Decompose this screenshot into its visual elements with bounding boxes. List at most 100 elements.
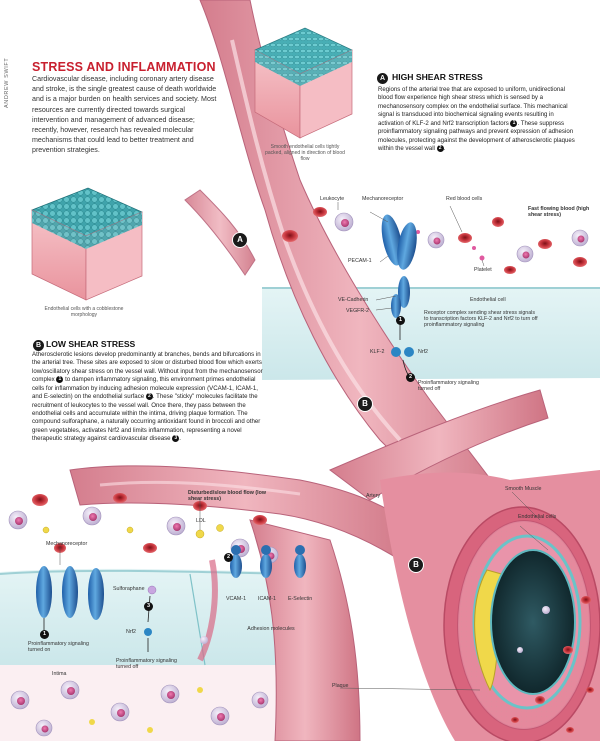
label-nrf2-bottom: Nrf2 [126, 629, 137, 635]
high-shear-cube [254, 27, 353, 139]
upper-blood-fluid [270, 170, 600, 290]
high-shear-body-part-1: Regions of the arterial tree that are ex… [378, 86, 568, 127]
nrf2-factor-top [404, 347, 414, 357]
ve-cadherin-receptor [398, 276, 410, 308]
red-blood-cell [143, 543, 157, 553]
high-shear-body-part-2: . These suppress proinflammatory signali… [378, 119, 575, 153]
red-blood-cell [282, 230, 298, 242]
low-shear-body-part-1: Atherosclerotic lesions develop predomin… [32, 351, 263, 384]
label-mechanoreceptor-top: Mechanoreceptor [362, 196, 404, 202]
ldl-particle [216, 524, 224, 532]
label-proinflam-on: Proinflammatory signaling turned on [28, 641, 89, 654]
label-vcam: VCAM-1 [226, 596, 247, 602]
label-sulforaphane: Sulforaphane [113, 586, 145, 592]
vessel-marker-a: A [232, 232, 248, 248]
pecam-receptor-2 [397, 222, 417, 270]
leader-lines [59, 202, 549, 691]
low-shear-body-part-3: . These "sticky" molecules facilitate th… [32, 393, 261, 443]
red-blood-cell [538, 239, 552, 249]
ldl-particle [42, 526, 50, 534]
red-blood-cell [313, 207, 327, 217]
label-platelet: Platelet [474, 267, 492, 273]
leukocyte-nucleus [522, 251, 530, 259]
label-pecam: PECAM-1 [348, 258, 372, 264]
label-red-blood-cells: Red blood cells [446, 196, 483, 202]
red-blood-cell [458, 233, 472, 243]
vessel-marker-b-mid: B [357, 396, 373, 412]
label-disturbed-flow: Disturbed/slow blood flow (low shear str… [188, 490, 266, 503]
lumen-rim [490, 549, 576, 695]
label-plaque: Plaque [332, 683, 349, 689]
red-blood-cell [504, 266, 516, 274]
lower-mechanoreceptor [36, 566, 104, 634]
low-shear-body-end: . [179, 435, 181, 443]
red-blood-cell [113, 493, 127, 503]
ldl-particle [126, 526, 134, 534]
label-proinflam-off-bottom: Proinflammatory signaling turned off [116, 658, 177, 671]
intro-paragraph: Cardiovascular disease, including corona… [32, 75, 217, 155]
leukocyte-nucleus [89, 513, 97, 521]
label-icam: ICAM-1 [258, 596, 276, 602]
high-shear-body: Regions of the arterial tree that are ex… [378, 86, 578, 153]
label-ve-cadherin: VE-Cadherin [338, 297, 369, 303]
label-receptor-signal: Receptor complex sending shear stress si… [424, 310, 538, 329]
label-endothelial-cell: Endothelial cell [470, 297, 506, 303]
platelet [472, 246, 476, 250]
high-shear-body-end: . [443, 145, 446, 153]
upper-mechanoreceptor-complex [381, 214, 417, 381]
leukocyte-nucleus [173, 523, 181, 531]
upper-blood-cells [282, 207, 589, 274]
high-shear-title: HIGH SHEAR STRESS [392, 72, 483, 82]
cross-section-blood-cells [511, 596, 594, 733]
label-artery: Artery [366, 493, 381, 499]
label-intima: Intima [52, 671, 67, 677]
step-marker-1-bottom: 1 [40, 630, 49, 639]
artery-cross-section [380, 470, 600, 741]
label-proinflam-off-top: Proinflammatory signaling turned off [418, 380, 479, 393]
adhesion-molecules [230, 545, 306, 578]
red-blood-cell [492, 217, 504, 227]
artery-lower-trunk [249, 519, 361, 741]
label-mechanoreceptor-bottom: Mechanoreceptor [46, 541, 88, 547]
step-marker-3-bottom: 3 [144, 602, 153, 611]
label-endothelial-cells: Endothelial cells [518, 514, 557, 520]
leukocyte-nucleus [341, 219, 349, 227]
low-shear-body-part-2: to dampen inflammatory signaling, this e… [32, 376, 258, 401]
high-shear-cube-caption: Smooth endothelial cells tightly packed,… [265, 144, 345, 163]
leukocyte-nucleus [15, 517, 23, 525]
low-shear-cube-caption: Endothelial cells with a cobblestone mor… [44, 306, 124, 319]
high-shear-marker-2: 2 [436, 144, 444, 152]
low-shear-marker-3: 3 [172, 435, 180, 443]
platelet [416, 230, 420, 234]
low-shear-title: LOW SHEAR STRESS [46, 339, 136, 349]
illustrator-credit: ANDREW SWIFT [4, 57, 10, 108]
intima-leukocytes [10, 680, 269, 737]
artery-sheen-2 [99, 480, 301, 496]
pecam-receptor [381, 214, 403, 266]
lumen [491, 550, 575, 694]
high-shear-badge: A [376, 72, 389, 85]
label-nrf2-top: Nrf2 [418, 349, 429, 355]
klf2-factor [391, 347, 401, 357]
red-blood-cell [253, 515, 267, 525]
low-shear-marker-1: 1 [56, 376, 64, 384]
label-vegfr2: VEGFR-2 [346, 308, 369, 314]
low-shear-badge: B [32, 339, 45, 352]
high-shear-marker-1: 1 [510, 119, 518, 127]
lower-endothelium-edge [0, 569, 291, 575]
low-shear-cube [31, 187, 143, 301]
low-shear-body: Atherosclerotic lesions develop predomin… [32, 351, 268, 444]
red-blood-cell [32, 494, 48, 506]
red-blood-cell [573, 257, 587, 267]
label-leukocyte: Leukocyte [320, 196, 345, 202]
sulforaphane-pathway [144, 559, 218, 662]
step-marker-2-top: 2 [406, 373, 415, 382]
step-marker-1-top: 1 [396, 316, 405, 325]
page-title: STRESS AND INFLAMMATION [32, 60, 216, 74]
label-fast-flow: Fast flowing blood (high shear stress) [528, 206, 590, 219]
label-klf2: KLF-2 [370, 349, 385, 355]
vegfr2-receptor [391, 294, 401, 318]
leukocyte-nucleus [433, 237, 441, 245]
ldl-particle [195, 529, 205, 539]
leukocyte-nucleus [577, 235, 585, 243]
